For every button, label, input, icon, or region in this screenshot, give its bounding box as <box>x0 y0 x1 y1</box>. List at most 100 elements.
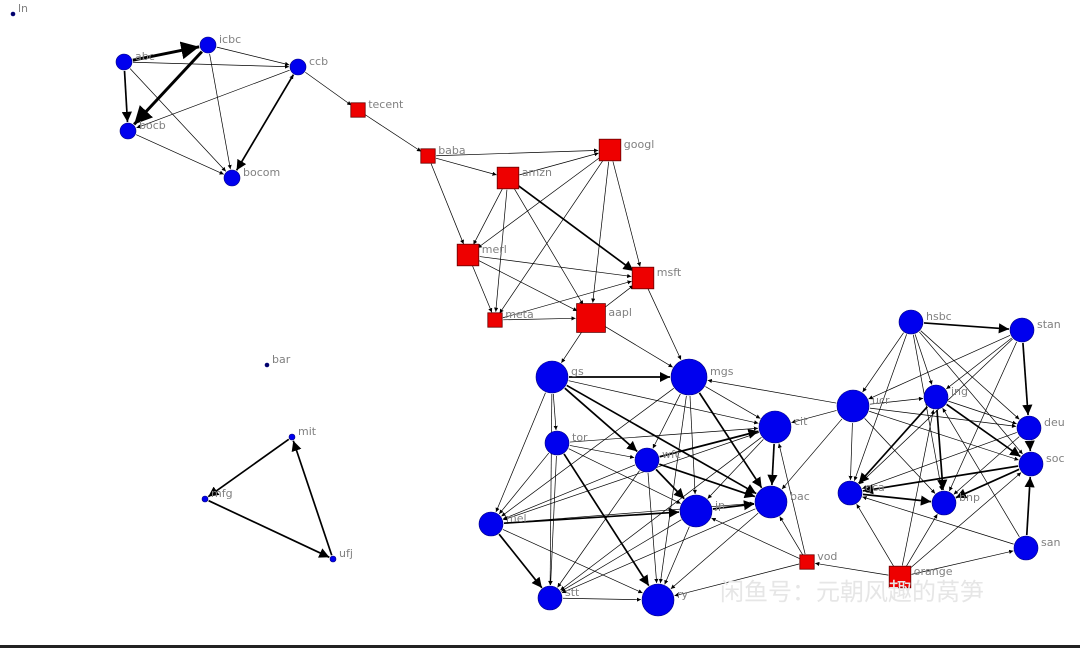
node-cit[interactable]: cit <box>758 410 808 444</box>
edge-ing-gca <box>858 406 928 484</box>
node-ufj[interactable]: ufj <box>329 547 353 563</box>
node-hsbc[interactable]: hsbc <box>898 309 952 335</box>
stt-marker[interactable] <box>537 585 563 611</box>
ing-marker[interactable] <box>923 384 949 410</box>
bnp-marker[interactable] <box>931 490 957 516</box>
node-amzn[interactable]: amzn <box>496 166 552 190</box>
wfc-marker[interactable] <box>634 447 660 473</box>
edge-gs-bac <box>566 384 757 495</box>
mit-marker[interactable] <box>288 433 296 441</box>
node-icbc[interactable]: icbc <box>199 33 241 54</box>
icbc-marker[interactable] <box>199 36 217 54</box>
mfg-marker[interactable] <box>201 495 209 503</box>
edge-tor-wfc <box>569 445 635 459</box>
bocom-marker[interactable] <box>223 169 241 187</box>
ccb-label: ccb <box>309 55 328 68</box>
abc-marker[interactable] <box>115 53 133 71</box>
googl-marker[interactable] <box>598 138 622 162</box>
node-tecent[interactable]: tecent <box>350 98 404 118</box>
node-msft[interactable]: msft <box>631 266 682 290</box>
aapl-marker[interactable] <box>576 303 606 333</box>
node-merl[interactable]: merl <box>456 243 507 267</box>
edge-amzn-merl <box>473 188 503 245</box>
node-orange[interactable]: orange <box>888 565 953 589</box>
edge-ucr-bac <box>781 418 843 490</box>
node-mit[interactable]: mit <box>288 425 317 441</box>
ucr-marker[interactable] <box>836 389 870 423</box>
vod-marker[interactable] <box>799 554 815 570</box>
node-ucr[interactable]: ucr <box>836 389 890 423</box>
edge-wfc-stt <box>557 470 640 588</box>
amzn-marker[interactable] <box>496 166 520 190</box>
baba-marker[interactable] <box>420 148 436 164</box>
edge-googl-aapl <box>591 161 610 303</box>
edge-orange-gca <box>856 503 895 568</box>
edge-meta-msft <box>502 280 632 319</box>
tor-marker[interactable] <box>544 430 570 456</box>
node-gs[interactable]: gs <box>535 360 584 394</box>
bocb-marker[interactable] <box>119 122 137 140</box>
ry-marker[interactable] <box>641 583 675 617</box>
edge-mfg-ufj <box>208 499 330 559</box>
ufj-marker[interactable] <box>329 555 337 563</box>
merl-marker[interactable] <box>456 243 480 267</box>
cit-marker[interactable] <box>758 410 792 444</box>
node-stan[interactable]: stan <box>1009 317 1061 343</box>
edge-cit-jp <box>707 439 764 499</box>
node-wfc[interactable]: wfc <box>634 447 681 473</box>
node-deu[interactable]: deu <box>1016 415 1065 441</box>
edge-cit-mel <box>503 432 760 521</box>
san-marker[interactable] <box>1013 535 1039 561</box>
ln-marker[interactable] <box>10 11 16 17</box>
node-googl[interactable]: googl <box>598 138 654 162</box>
node-bocom[interactable]: bocom <box>223 166 280 187</box>
node-ln[interactable]: ln <box>10 2 28 17</box>
abc-label: abc <box>135 50 155 63</box>
node-tor[interactable]: tor <box>544 430 588 456</box>
node-mfg[interactable]: mfg <box>201 487 233 503</box>
node-vod[interactable]: vod <box>799 550 838 570</box>
node-mgs[interactable]: mgs <box>670 358 734 396</box>
edge-tor-mel <box>498 452 550 515</box>
node-bac[interactable]: bac <box>754 485 810 519</box>
mgs-marker[interactable] <box>670 358 708 396</box>
node-meta[interactable]: meta <box>487 308 534 328</box>
edge-bocb-bocom <box>136 134 224 175</box>
mel-marker[interactable] <box>478 511 504 537</box>
node-bar[interactable]: bar <box>264 353 291 368</box>
node-soc[interactable]: soc <box>1018 451 1065 477</box>
edge-ucr-gca <box>848 422 853 481</box>
node-mel[interactable]: mel <box>478 511 527 537</box>
node-ing[interactable]: ing <box>923 384 968 410</box>
node-ccb[interactable]: ccb <box>289 55 328 76</box>
hsbc-marker[interactable] <box>898 309 924 335</box>
gca-marker[interactable] <box>837 480 863 506</box>
edge-mel-bac <box>503 501 755 524</box>
deu-marker[interactable] <box>1016 415 1042 441</box>
bac-marker[interactable] <box>754 485 788 519</box>
edge-stan-bnp <box>949 341 1017 492</box>
meta-marker[interactable] <box>487 312 503 328</box>
soc-marker[interactable] <box>1018 451 1044 477</box>
tecent-marker[interactable] <box>350 102 366 118</box>
node-baba[interactable]: baba <box>420 144 466 164</box>
node-aapl[interactable]: aapl <box>576 303 632 333</box>
node-stt[interactable]: stt <box>537 585 580 611</box>
orange-marker[interactable] <box>888 565 912 589</box>
gs-marker[interactable] <box>535 360 569 394</box>
edge-icbc-bocom <box>209 53 232 170</box>
node-ry[interactable]: ry <box>641 583 689 617</box>
node-san[interactable]: san <box>1013 535 1060 561</box>
node-gca[interactable]: gca <box>837 480 885 506</box>
jp-marker[interactable] <box>679 494 713 528</box>
bar-marker[interactable] <box>264 362 270 368</box>
edge-orange-vod <box>815 561 889 576</box>
node-bocb[interactable]: bocb <box>119 119 166 140</box>
edge-stan-gca <box>859 338 1013 485</box>
msft-marker[interactable] <box>631 266 655 290</box>
node-bnp[interactable]: bnp <box>931 490 980 516</box>
ccb-marker[interactable] <box>289 58 307 76</box>
node-jp[interactable]: jp <box>679 494 725 528</box>
node-abc[interactable]: abc <box>115 50 155 71</box>
stan-marker[interactable] <box>1009 317 1035 343</box>
